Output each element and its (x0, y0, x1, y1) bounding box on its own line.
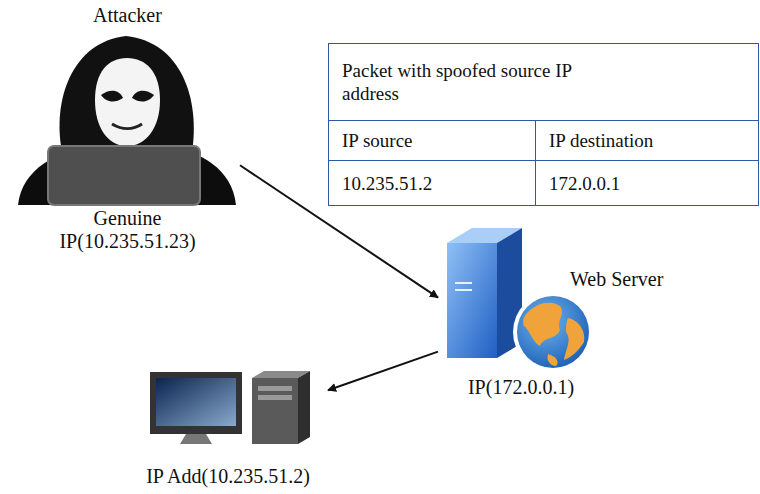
table-cell-text: 172.0.0.1 (549, 172, 758, 195)
table-row: Packet with spoofed source IP address (329, 44, 759, 121)
connector-arrow (328, 352, 438, 391)
packet-table: Packet with spoofed source IP address IP … (328, 43, 759, 206)
attacker-node: AttackerGenuine IP(10.235.51.23) (15, 4, 240, 256)
pc-icon (150, 371, 310, 444)
table-cell: IP destination (536, 121, 759, 161)
table-heading: Packet with spoofed source IP address (342, 59, 632, 105)
attacker-figure (18, 36, 236, 205)
table-cell: 10.235.51.2 (329, 161, 536, 206)
table-cell: Packet with spoofed source IP address (329, 44, 759, 121)
table-cell-text: IP source (342, 129, 535, 152)
table-cell: 172.0.0.1 (536, 161, 759, 206)
ip-address: IP Add(10.235.51.2) (146, 465, 310, 488)
server-node: Web ServerIP(172.0.0.1) (438, 222, 728, 402)
table-cell: IP source (329, 121, 536, 161)
node-heading: Web Server (570, 268, 663, 291)
table-row: IP source IP destination (329, 121, 759, 161)
table-cell-text: IP destination (549, 129, 758, 152)
table-cell-text: 10.235.51.2 (342, 172, 535, 195)
server-icon (447, 228, 593, 372)
table-row: 10.235.51.2 172.0.0.1 (329, 161, 759, 206)
node-heading: Attacker (93, 4, 162, 27)
ip-address: IP(172.0.0.1) (468, 376, 574, 399)
ip-address: Genuine IP(10.235.51.23) (40, 207, 216, 253)
pc-node: IP Add(10.235.51.2) (128, 365, 328, 491)
